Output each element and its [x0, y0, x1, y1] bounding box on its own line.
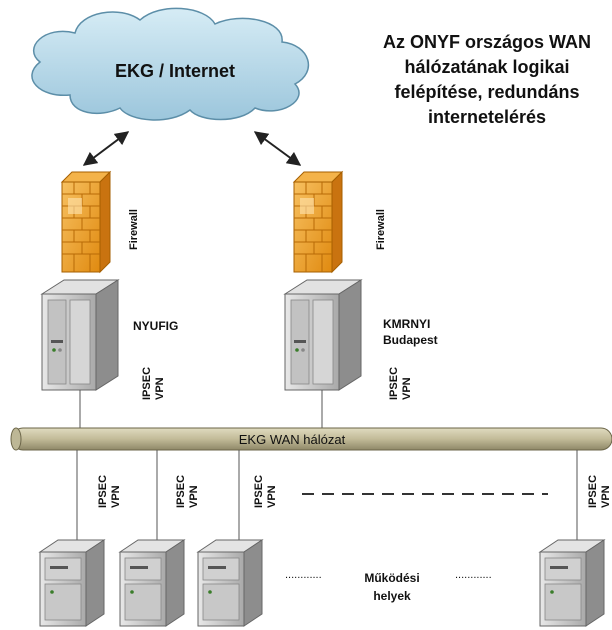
vpn-label-vpn: VPN [266, 485, 278, 508]
sites-label-line-2: helyek [373, 589, 411, 603]
firewall-label-left: Firewall [128, 209, 140, 250]
vpn-label-vpn: VPN [110, 485, 122, 508]
wan-bar [10, 427, 612, 451]
server-icon [284, 279, 362, 391]
server-icon [39, 539, 105, 627]
vpn-label-vpn: VPN [154, 377, 166, 400]
server-icon [41, 279, 119, 391]
arrow-icon [253, 131, 302, 166]
vpn-label-vpn: VPN [188, 485, 200, 508]
title-line-2: hálózatának logikai [404, 57, 569, 77]
title-line-1: Az ONYF országos WAN [383, 32, 591, 52]
title-line-4: internetelérés [428, 107, 546, 127]
sites-label-line-1: Működési [364, 571, 419, 585]
vpn-label-ipsec: IPSEC [175, 475, 187, 508]
sites-dots-left: ............ [285, 569, 322, 581]
wan-label: EKG WAN hálózat [239, 432, 346, 447]
vpn-label-ipsec: IPSEC [97, 475, 109, 508]
firewall-icon [293, 171, 343, 273]
arrow-icon [82, 131, 130, 166]
server-icon [197, 539, 263, 627]
vpn-label-vpn: VPN [401, 377, 413, 400]
server-label-nyufig: NYUFIG [133, 319, 178, 333]
vpn-label-vpn: VPN [600, 485, 612, 508]
firewall-label-right: Firewall [375, 209, 387, 250]
cloud-label: EKG / Internet [115, 61, 235, 81]
cloud-icon [31, 7, 310, 121]
server-icon [539, 539, 605, 627]
firewall-icon [61, 171, 111, 273]
title-line-3: felépítése, redundáns [394, 82, 579, 102]
vpn-label-ipsec: IPSEC [141, 367, 153, 400]
server-label-kmrnyi: KMRNYI [383, 317, 430, 331]
vpn-label-ipsec: IPSEC [253, 475, 265, 508]
server-label-budapest: Budapest [383, 333, 438, 347]
server-icon [119, 539, 185, 627]
vpn-label-ipsec: IPSEC [587, 475, 599, 508]
vpn-label-ipsec: IPSEC [388, 367, 400, 400]
diagram-title: Az ONYF országos WAN hálózatának logikai… [383, 32, 591, 127]
sites-dots-right: ............ [455, 569, 492, 581]
